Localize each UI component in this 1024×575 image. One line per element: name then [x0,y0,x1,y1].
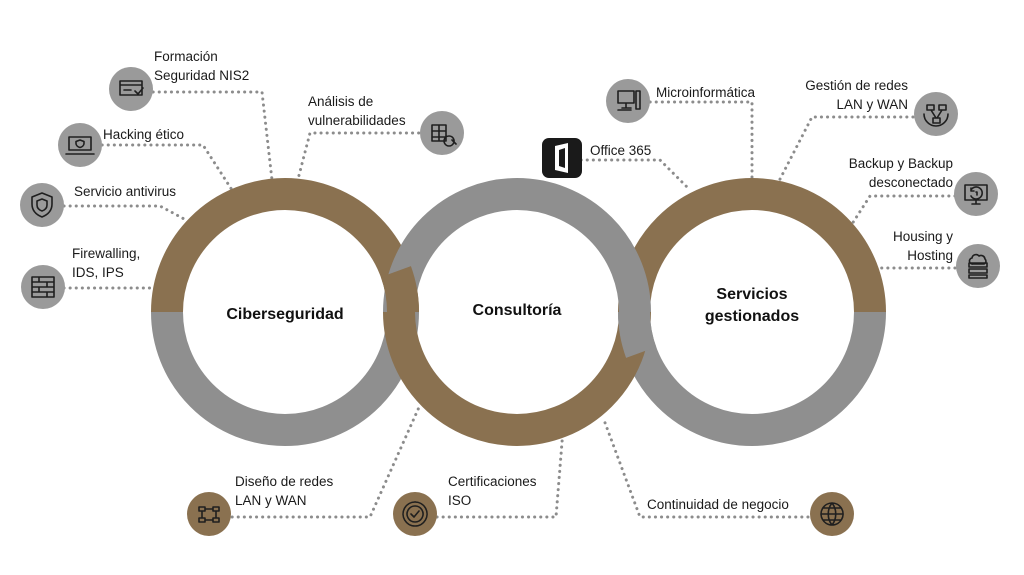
computer-icon [606,79,650,123]
backup-label: Backup y Backup desconectado [848,156,953,190]
firewall-icon [21,265,65,309]
formacion-label: Formación Seguridad NIS2 [154,49,250,83]
office-connector [573,158,692,192]
network-icon [187,492,231,536]
ring-left-top-segment [151,178,419,313]
micro-label: Microinformática [656,85,756,100]
network-icon-glyph [198,506,220,523]
analisis-label: Análisis de vulnerabilidades [308,94,406,128]
consultoria-title: Consultoría [472,302,562,319]
diseno-label: Diseño de redes LAN y WAN [235,474,334,508]
office-365-icon-glyph [555,143,568,173]
formacion-connector [145,90,274,182]
micro-connector [642,100,754,185]
server-cloud-icon-glyph [968,253,988,279]
firewall-icon-glyph [31,276,55,298]
ring-left-bottom-segment [151,311,419,446]
office-label: Office 365 [590,143,652,158]
office-365-icon-bg [542,138,582,178]
continuidad-label: Continuidad de negocio [647,497,789,512]
analisis-connector [295,131,439,185]
backup-icon-glyph [964,184,988,205]
shield-icon [20,183,64,227]
backup-connector [850,194,957,226]
vulnerability-scan-icon-glyph [431,124,457,147]
hacking-connector [94,143,234,192]
network-management-icon-glyph [923,104,949,127]
certificaciones-connector [435,428,565,519]
laptop-shield-icon-glyph [65,136,95,155]
ring-middle-top-segment [383,178,651,313]
hacking-label: Hacking ético [103,127,185,142]
server-cloud-icon [956,244,1000,288]
certificate-shield-icon-bg [109,67,153,111]
shield-icon-bg [20,183,64,227]
server-cloud-icon-bg [956,244,1000,288]
ciberseguridad-title: Ciberseguridad [226,306,344,323]
network-management-icon-bg [914,92,958,136]
rings [151,178,886,446]
business-continuity-icon-glyph [820,502,844,526]
antivirus-connector [62,204,188,222]
certificate-shield-icon-glyph [119,80,144,96]
certification-badge-icon-glyph [402,501,428,527]
network-icon-bg [187,492,231,536]
ring-right-top-segment [618,178,886,313]
certification-badge-icon-bg [393,492,437,536]
ring-right-overlap-segment [618,311,657,358]
ring-middle-bottom-segment [383,311,651,446]
icons [20,67,1000,536]
redes-label: Gestión de redes LAN y WAN [805,78,908,112]
laptop-shield-icon [58,123,102,167]
firewall-label: Firewalling, IDS, IPS [72,246,141,280]
ring-left-overlap-segment [380,266,419,313]
diseno-connector [224,403,422,519]
certificate-shield-icon [109,67,153,111]
servicios-gestionados-title: Servicios gestionados [704,286,800,325]
vulnerability-scan-icon [420,111,464,155]
connector-lines [62,90,957,519]
backup-icon [954,172,998,216]
ring-right-bottom-segment [618,311,886,446]
antivirus-label: Servicio antivirus [74,184,177,199]
shield-icon-glyph [31,192,53,218]
computer-icon-bg [606,79,650,123]
business-continuity-icon [810,492,854,536]
housing-label: Housing y Hosting [892,229,953,263]
certificaciones-label: Certificaciones ISO [448,474,537,508]
continuidad-connector [602,418,810,519]
office-365-icon [542,138,582,178]
certification-badge-icon [393,492,437,536]
computer-icon-glyph [617,90,641,111]
vulnerability-scan-icon-bg [420,111,464,155]
network-management-icon [914,92,958,136]
backup-icon-bg [954,172,998,216]
laptop-shield-icon-bg [58,123,102,167]
